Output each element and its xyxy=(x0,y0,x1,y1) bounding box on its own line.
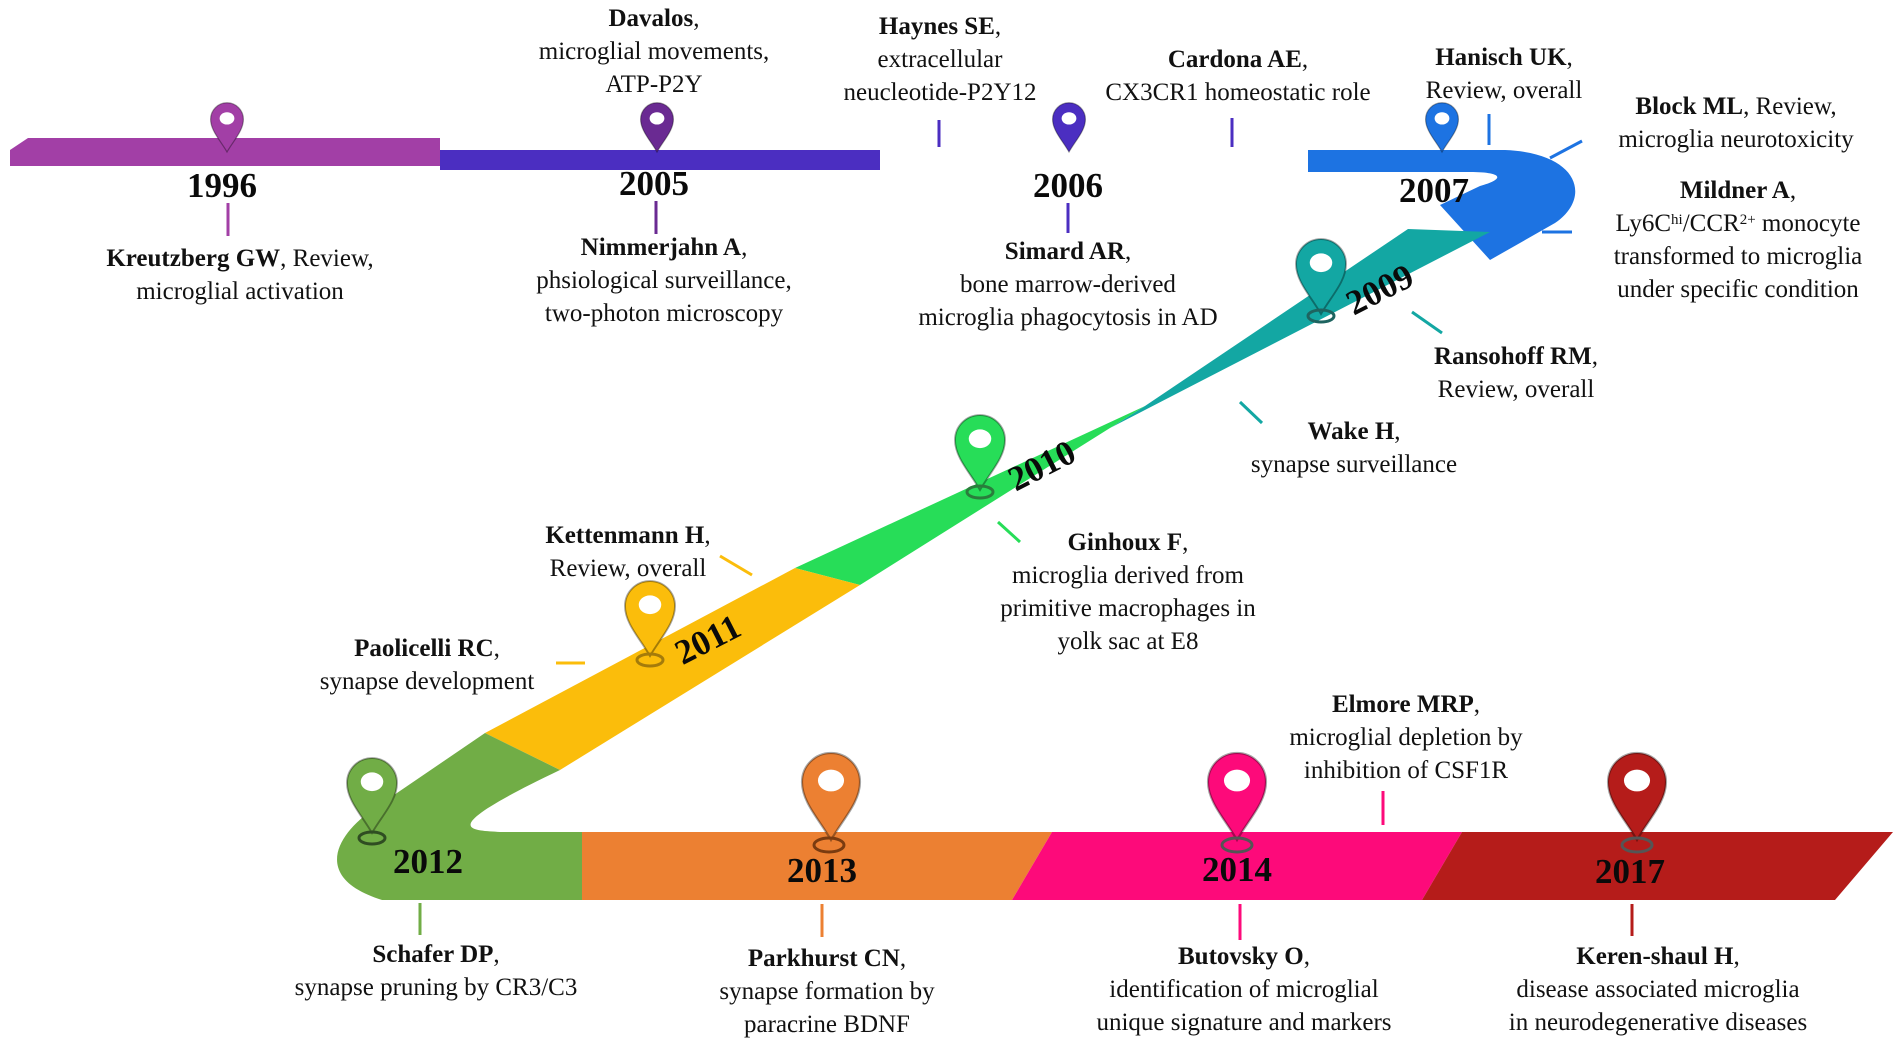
annotation-ransohoff: Ransohoff RM, Review, overall xyxy=(1434,343,1598,403)
band-segment-2007 xyxy=(1308,150,1576,260)
ring-marker-2017 xyxy=(1620,836,1654,854)
annotation-block: Block ML, Review, microglia neurotoxicit… xyxy=(1618,93,1854,153)
ring-marker-2012 xyxy=(357,830,387,846)
annotation-paolicelli: Paolicelli RC, synapse development xyxy=(319,635,535,695)
year-label-2017: 2017 xyxy=(1595,852,1665,891)
ring-marker-2009 xyxy=(1306,308,1336,324)
ring-marker-2010 xyxy=(965,484,995,500)
ring-marker-2013 xyxy=(812,836,846,854)
band-segment-2006 xyxy=(440,150,880,170)
year-label-1996: 1996 xyxy=(187,166,257,205)
annotation-simard: Simard AR, bone marrow-derived microglia… xyxy=(918,238,1218,331)
pin-2006-icon xyxy=(1051,102,1087,154)
pin-2014-icon xyxy=(1206,751,1268,843)
annotation-hanisch: Hanisch UK, Review, overall xyxy=(1425,44,1583,104)
pin-2009-icon xyxy=(1295,238,1347,316)
annotation-kerenshaul: Keren-shaul H, disease associated microg… xyxy=(1508,943,1808,1036)
pin-2017-icon xyxy=(1606,751,1668,843)
annotation-haynes: Haynes SE, extracellular neucleotide-P2Y… xyxy=(843,13,1037,106)
band-segment-1996 xyxy=(10,138,440,166)
year-label-2005: 2005 xyxy=(619,164,689,203)
annotation-kettenmann: Kettenmann H, Review, overall xyxy=(545,522,711,582)
band-segment-2009 xyxy=(1110,229,1490,428)
annotation-butovsky: Butovsky O, identification of microglial… xyxy=(1096,943,1392,1036)
tick-block xyxy=(1549,139,1583,160)
annotation-cardona: Cardona AE, CX3CR1 homeostatic role xyxy=(1105,46,1371,106)
tick-ginhoux xyxy=(996,520,1022,544)
tick-kettenmann xyxy=(719,554,753,577)
ring-marker-2011 xyxy=(635,652,665,668)
pin-2010-icon xyxy=(954,414,1006,492)
annotation-elmore: Elmore MRP, microglial depletion by inhi… xyxy=(1289,691,1523,784)
annotation-kreutzberg: Kreutzberg GW, Review, microglial activa… xyxy=(106,245,374,305)
annotation-wake: Wake H, synapse surveillance xyxy=(1250,418,1458,478)
year-label-2012: 2012 xyxy=(393,842,463,881)
annotation-mildner: Mildner A, Ly6Chi/CCR2+ monocyte transfo… xyxy=(1613,177,1863,303)
tick-wake xyxy=(1238,400,1264,425)
band-segment-2014 xyxy=(1012,832,1462,900)
tick-ransohoff xyxy=(1411,310,1443,335)
band-segment-2013 xyxy=(582,832,1052,900)
band-segment-2012-curve xyxy=(337,733,595,900)
ring-marker-2014 xyxy=(1220,836,1254,854)
annotation-ginhoux: Ginhoux F, microglia derived from primit… xyxy=(1000,529,1256,655)
pin-2011-icon xyxy=(624,580,676,658)
annotation-schafer: Schafer DP, synapse pruning by CR3/C3 xyxy=(294,941,578,1001)
band-segment-2011 xyxy=(485,568,860,770)
annotation-parkhurst: Parkhurst CN, synapse formation by parac… xyxy=(719,945,935,1038)
annotation-nimmerjahn: Nimmerjahn A, phsiological surveillance,… xyxy=(536,234,792,327)
year-label-2006: 2006 xyxy=(1033,166,1103,205)
band-segment-2017 xyxy=(1422,832,1893,900)
year-label-2014: 2014 xyxy=(1202,850,1272,889)
pin-2012-icon xyxy=(346,757,398,835)
pin-2007-icon xyxy=(1424,102,1460,154)
pin-1996-icon xyxy=(209,102,245,154)
year-label-2007: 2007 xyxy=(1399,171,1469,210)
pin-2005-icon xyxy=(639,102,675,154)
year-label-2013: 2013 xyxy=(787,851,857,890)
annotation-davalos: Davalos, microglial movements, ATP-P2Y xyxy=(538,5,770,98)
pin-2013-icon xyxy=(800,751,862,843)
